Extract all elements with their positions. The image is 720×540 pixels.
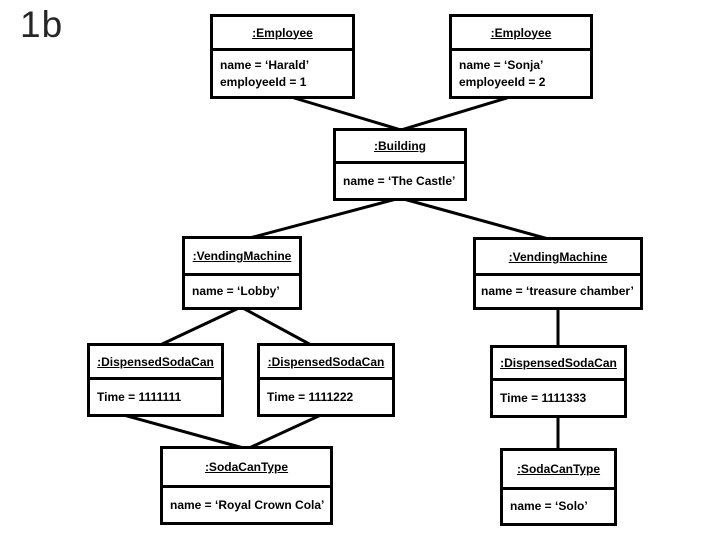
object-node-soda-can-type-solo: :SodaCanType name = ‘Solo’: [500, 448, 617, 526]
object-node-dispensed-soda-can-3: :DispensedSodaCan Time = 1111333: [490, 345, 627, 418]
attribute-line: name = ‘Solo’: [510, 499, 588, 513]
object-attributes: name = ‘Harald’ employeeId = 1: [213, 48, 352, 96]
edge-building-vmtreasure: [399, 196, 553, 242]
attribute-line: Time = 1111111: [97, 389, 182, 404]
object-attributes: name = ‘Lobby’: [185, 273, 299, 307]
object-node-employee-1: :Employee name = ‘Harald’ employeeId = 1: [210, 14, 355, 99]
slide-number-label: 1b: [20, 4, 64, 45]
object-title: :Building: [374, 139, 426, 153]
edge-dsc1-sctroyal: [119, 412, 248, 451]
object-title: :DispensedSodaCan: [267, 354, 385, 369]
object-title: :DispensedSodaCan: [97, 354, 214, 369]
object-attributes: name = ‘treasure chamber’: [476, 273, 640, 307]
object-node-soda-can-type-royal: :SodaCanType name = ‘Royal Crown Cola’: [160, 446, 333, 525]
edge-vmlobby-dsc1: [157, 305, 242, 348]
attribute-line: name = ‘treasure chamber’: [481, 284, 634, 298]
object-attributes: name = ‘The Castle’: [336, 161, 464, 198]
object-title: :DispensedSodaCan: [500, 356, 617, 370]
attribute-line: employeeId = 1: [220, 74, 307, 89]
object-node-dispensed-soda-can-1: :DispensedSodaCan Time = 1111111: [87, 343, 224, 417]
object-attributes: Time = 1111222: [260, 377, 392, 414]
object-title: :SodaCanType: [204, 460, 289, 474]
attribute-line: employeeId = 2: [459, 74, 546, 89]
object-title: :VendingMachine: [192, 249, 292, 263]
object-title: :Employee: [252, 25, 313, 40]
edge-employee1-building: [290, 95, 402, 132]
edge-vmlobby-dsc2: [240, 305, 314, 348]
edge-building-vmlobby: [245, 196, 401, 241]
attribute-line: name = ‘Lobby’: [192, 284, 280, 298]
object-node-employee-2: :Employee name = ‘Sonja’ employeeId = 2: [449, 14, 593, 99]
attribute-line: Time = 1111333: [500, 390, 587, 405]
object-node-vending-machine-lobby: :VendingMachine name = ‘Lobby’: [182, 236, 302, 310]
attribute-line: name = ‘The Castle’: [343, 173, 456, 188]
object-title: :Employee: [490, 25, 552, 40]
attribute-line: name = ‘Sonja’: [459, 57, 544, 72]
object-attributes: name = ‘Sonja’ employeeId = 2: [452, 48, 590, 96]
object-node-dispensed-soda-can-2: :DispensedSodaCan Time = 1111222: [257, 343, 395, 417]
object-node-vending-machine-treasure: :VendingMachine name = ‘treasure chamber…: [473, 237, 643, 310]
attribute-line: name = ‘Royal Crown Cola’: [170, 497, 325, 512]
object-attributes: name = ‘Royal Crown Cola’: [163, 485, 330, 522]
edge-dsc2-sctroyal: [246, 412, 324, 451]
object-title: :SodaCanType: [516, 462, 601, 476]
object-attributes: name = ‘Solo’: [503, 487, 614, 523]
object-attributes: Time = 1111333: [493, 378, 624, 415]
attribute-line: Time = 1111222: [267, 389, 354, 404]
object-title: :VendingMachine: [508, 249, 608, 264]
attribute-line: name = ‘Harald’: [220, 57, 310, 72]
object-node-building: :Building name = ‘The Castle’: [333, 128, 467, 201]
edge-employee2-building: [400, 95, 511, 132]
object-attributes: Time = 1111111: [90, 377, 221, 414]
